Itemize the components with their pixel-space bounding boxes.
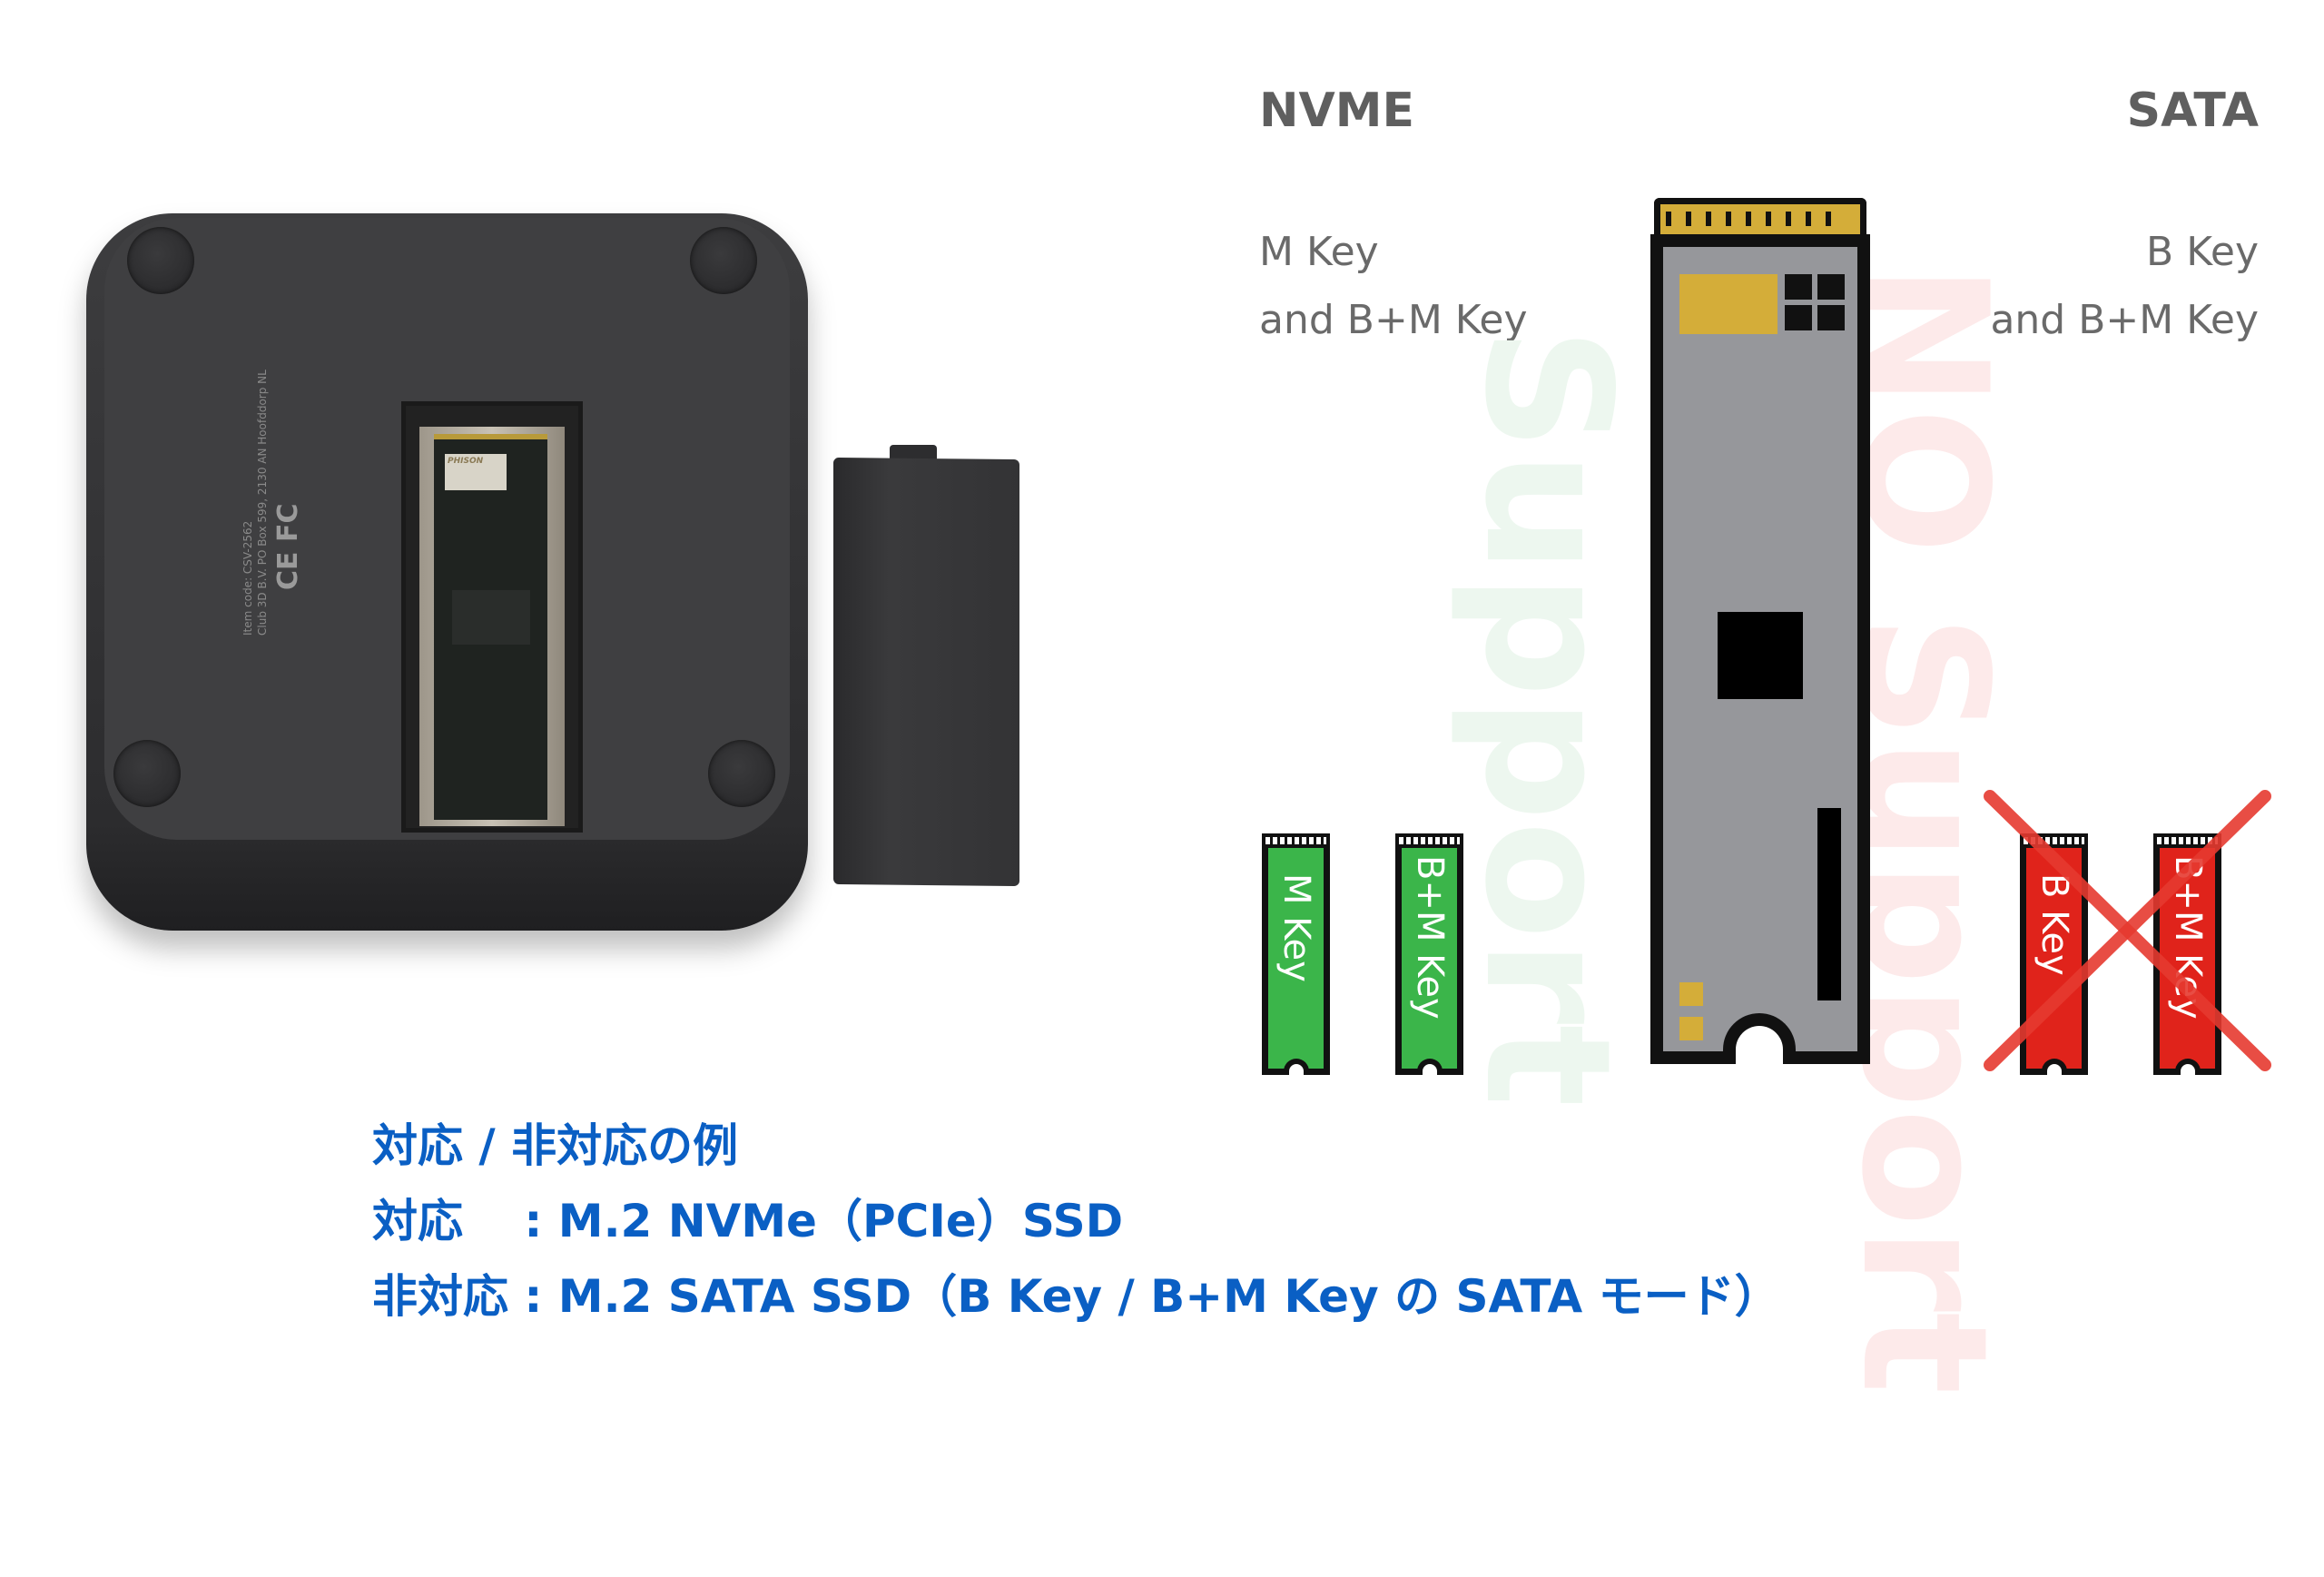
nvme-title: NVME	[1259, 84, 1415, 138]
chip-block	[1718, 612, 1803, 699]
stick-m-key: M Key	[1262, 833, 1330, 1075]
company-address: Club 3D B.V. PO Box 599, 2130 AN Hoofddo…	[256, 370, 269, 636]
ssd-connector	[1654, 198, 1866, 240]
controller-block	[1679, 274, 1777, 334]
screw-notch	[1723, 1013, 1796, 1064]
nvme-line1: M Key	[1259, 229, 1379, 275]
info-unsupported: 非対応 : M.2 SATA SSD（B Key / B+M Key の SAT…	[372, 1270, 1780, 1323]
bay-cover-lid	[833, 457, 1019, 887]
legal-text: Item code: CSV-2562 Club 3D B.V. PO Box …	[241, 370, 270, 636]
stick-label: B+M Key	[1408, 855, 1451, 1020]
rubber-foot	[127, 227, 194, 294]
stick-label: M Key	[1275, 873, 1317, 982]
info-heading: 対応 / 非対応の例	[372, 1119, 739, 1172]
rubber-foot	[690, 227, 757, 294]
item-code: Item code: CSV-2562	[241, 520, 254, 636]
nand-chip	[452, 590, 530, 645]
sata-title: SATA	[2126, 84, 2259, 138]
rubber-foot	[708, 740, 775, 807]
sata-line2: and B+M Key	[1990, 297, 2259, 343]
nvme-line2: and B+M Key	[1259, 297, 1528, 343]
m2-ssd-illustration	[1650, 234, 1870, 1064]
nvme-key-types: M Key and B+M Key	[1259, 218, 1528, 354]
sata-key-types: B Key and B+M Key	[1990, 218, 2259, 354]
rubber-foot	[113, 740, 181, 807]
ce-fc-marks: CE FC	[272, 503, 304, 590]
controller-chip: PHISON	[445, 454, 507, 490]
sata-line1: B Key	[2146, 229, 2259, 275]
cross-mark-icon	[1984, 790, 2271, 1071]
stick-bm-key-nvme: B+M Key	[1395, 833, 1463, 1075]
support-watermark: Support	[1447, 327, 1648, 1108]
info-supported: 対応 : M.2 NVMe（PCIe）SSD	[372, 1195, 1124, 1247]
